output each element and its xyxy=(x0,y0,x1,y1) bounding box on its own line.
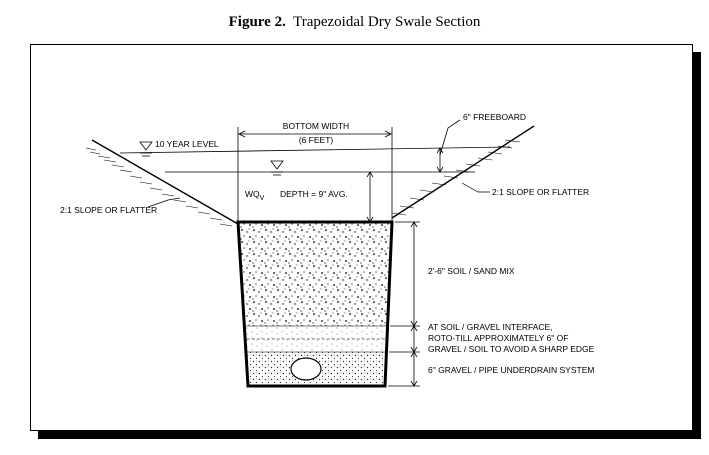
ten-year-level-line xyxy=(119,146,511,154)
wqv-label: WQV xyxy=(245,189,265,202)
figure-caption: Trapezoidal Dry Swale Section xyxy=(293,14,481,30)
interface-layer xyxy=(246,326,387,352)
left-slope-line xyxy=(91,139,239,225)
freeboard-dimension xyxy=(436,119,461,173)
interface-label-line3: GRAVEL / SOIL TO AVOID A SHARP EDGE xyxy=(428,344,595,354)
left-slope-leader xyxy=(147,197,181,208)
depth-dimension xyxy=(366,171,374,223)
swale-outline xyxy=(236,220,394,388)
bottom-width-dimension xyxy=(237,127,393,222)
left-ground-hatch xyxy=(85,147,233,227)
interface-label-line1: AT SOIL / GRAVEL INTERFACE, xyxy=(428,322,553,332)
right-slope-leader xyxy=(461,182,490,193)
freeboard-label: 6" FREEBOARD xyxy=(463,112,526,122)
figure-number: Figure 2. xyxy=(228,14,286,30)
wqv-level-symbol xyxy=(270,160,284,176)
right-ground-hatch xyxy=(391,139,521,216)
bottom-width-label: BOTTOM WIDTH xyxy=(283,121,349,131)
underdrain-pipe xyxy=(290,357,322,381)
depth-label: DEPTH = 9" AVG. xyxy=(280,189,348,199)
bottom-width-value: (6 FEET) xyxy=(299,135,334,145)
left-slope-label: 2:1 SLOPE OR FLATTER xyxy=(60,205,157,215)
layer-dimensions xyxy=(388,221,420,387)
interface-label-line2: ROTO-TILL APPROXIMATELY 6" OF xyxy=(428,333,568,343)
gravel-label: 6" GRAVEL / PIPE UNDERDRAIN SYSTEM xyxy=(428,365,594,375)
soil-mix-label: 2'-6" SOIL / SAND MIX xyxy=(428,266,515,276)
right-slope-label: 2:1 SLOPE OR FLATTER xyxy=(492,187,589,197)
ten-year-level-symbol xyxy=(139,141,153,157)
soil-sand-mix-body xyxy=(238,222,392,326)
figure-title: Figure 2. Trapezoidal Dry Swale Section xyxy=(0,14,709,31)
ten-year-level-label: 10 YEAR LEVEL xyxy=(155,139,219,149)
